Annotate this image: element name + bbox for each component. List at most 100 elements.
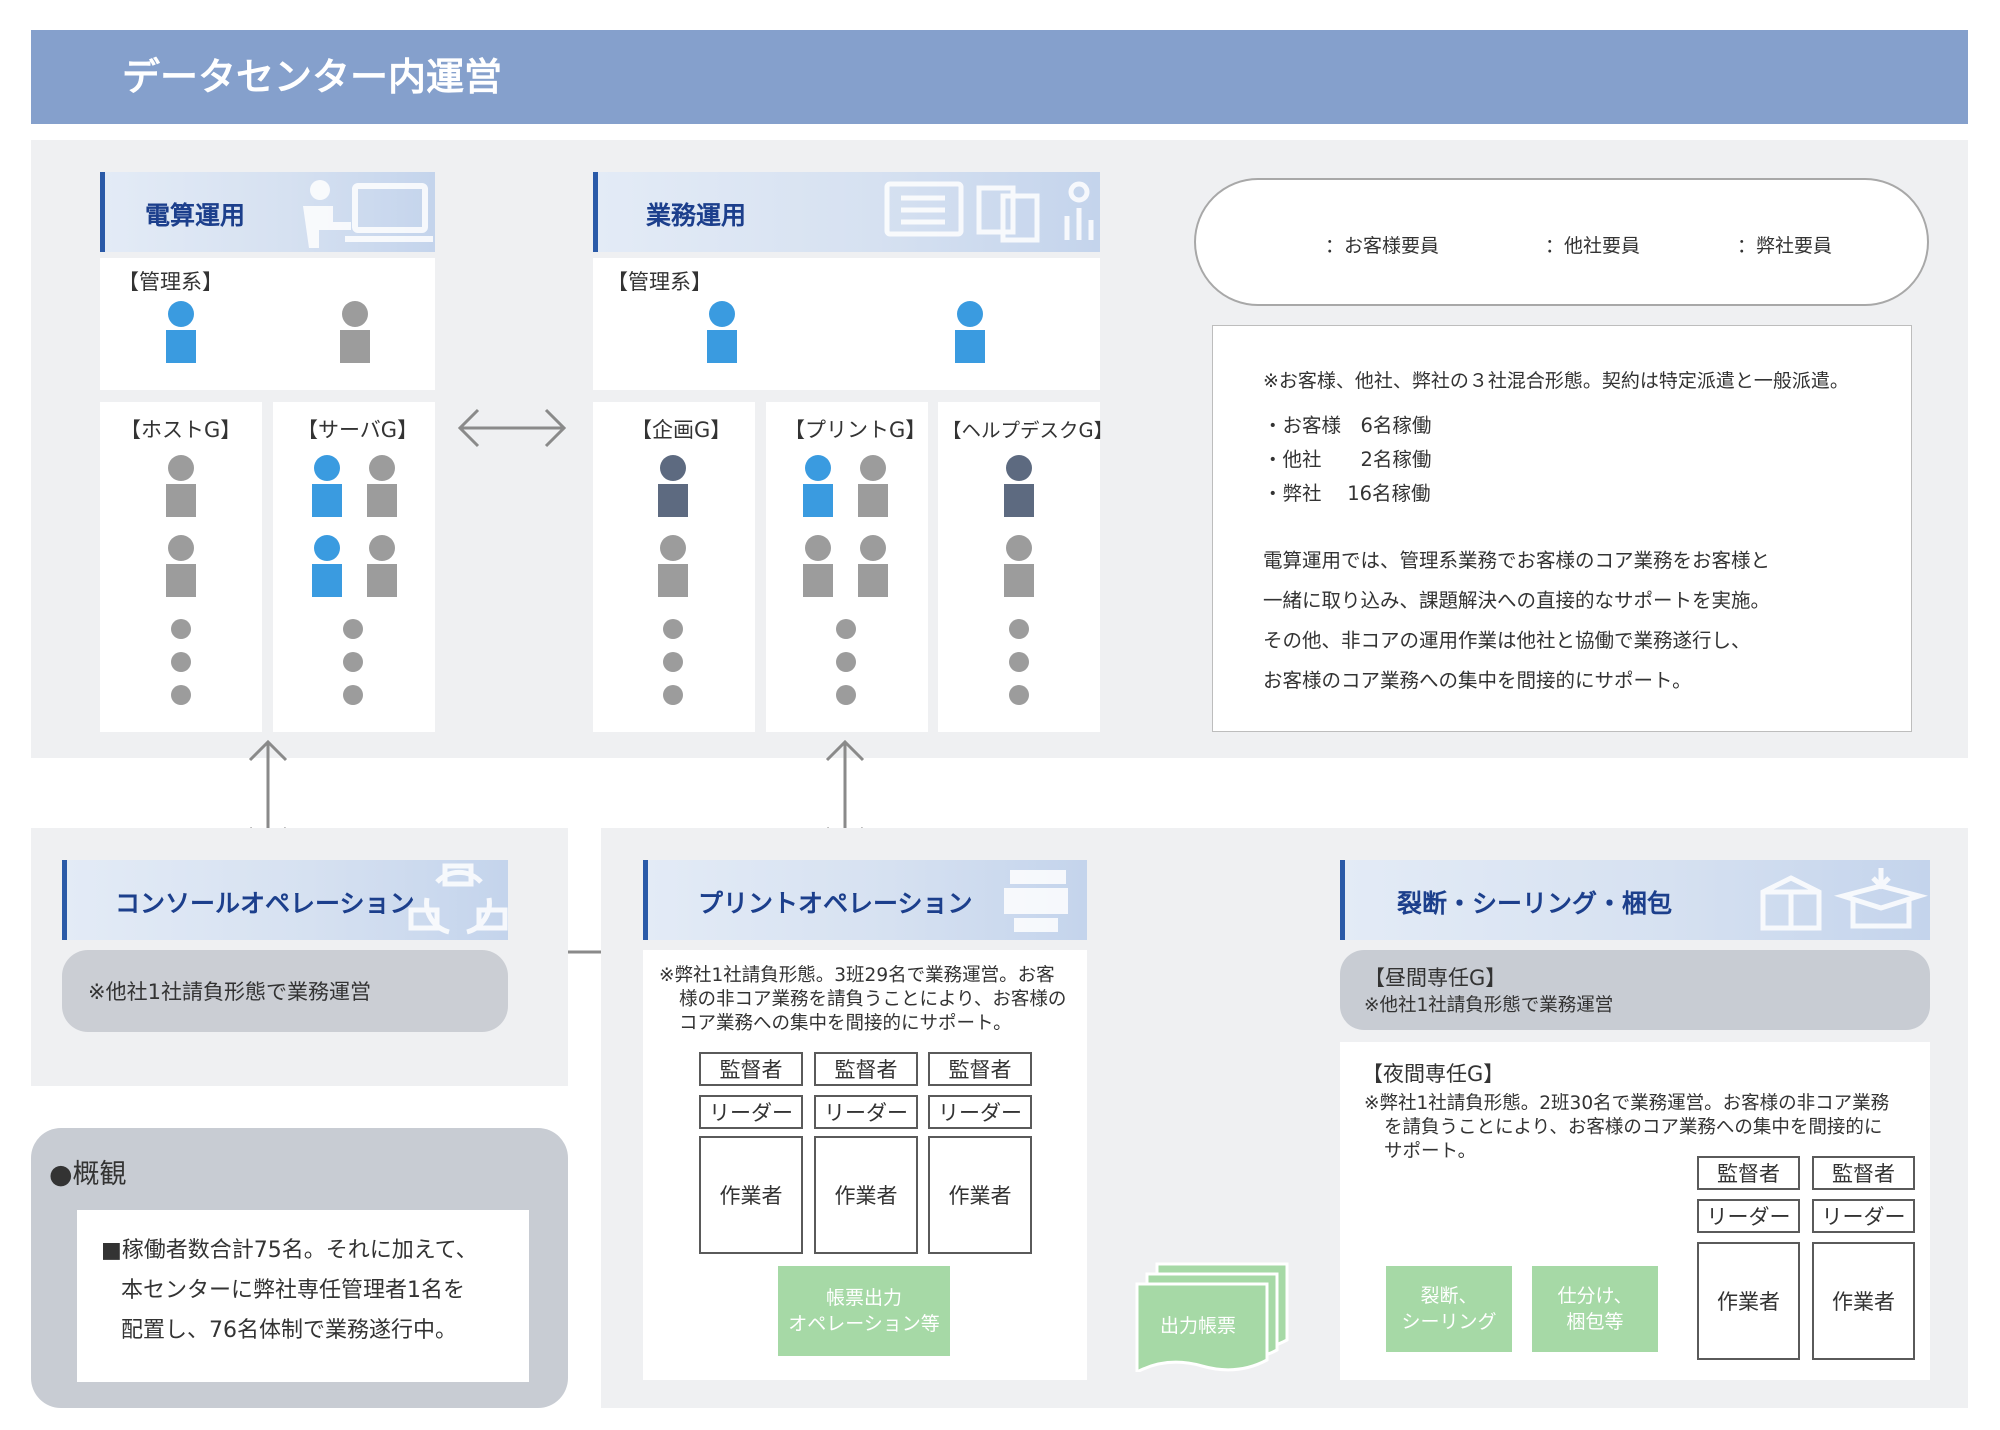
info-item-other: ・他社 2名稼働: [1263, 448, 1432, 471]
legend-customer-label: ：お客様要員: [1325, 235, 1440, 257]
title-banner: [31, 30, 1968, 124]
print-own-icon-2: [803, 535, 833, 597]
overview-panel: ●概観 ■稼働者数合計75名。それに加えて、 本センターに弊社専任管理者1名を …: [31, 1128, 568, 1408]
print-own-icon-1: [858, 455, 888, 517]
print-group-label: 【プリントG】: [784, 418, 927, 442]
worker-box: 作業者: [928, 1136, 1032, 1254]
densan-kanri-card: 【管理系】: [100, 258, 435, 390]
printop-header: プリントオペレーション: [643, 860, 1087, 940]
densan-gyomu-arrow: [457, 408, 567, 448]
sort-packing-line-1: 仕分け、: [1557, 1285, 1633, 1307]
night-group-card: 【夜間専任G】 ※弊社1社請負形態。2班30名で業務運営。お客様の非コア業務 を…: [1340, 1042, 1930, 1380]
cut-sealing-line-2: シーリング: [1401, 1311, 1497, 1333]
sort-packing-box: 仕分け、 梱包等: [1532, 1266, 1658, 1352]
leader-box: リーダー: [1812, 1199, 1915, 1233]
server-group-card: 【サーバG】: [273, 402, 435, 732]
leader-box: リーダー: [928, 1095, 1032, 1129]
host-person-icon-2: [166, 535, 196, 597]
helpdesk-other-icon: [1004, 455, 1034, 517]
day-group-note: ※他社1社請負形態で業務運営: [1364, 995, 1614, 1016]
info-item-own: ・弊社 16名稼働: [1263, 482, 1431, 505]
supervisor-box: 監督者: [928, 1052, 1032, 1086]
leader-box: リーダー: [699, 1095, 803, 1129]
cutting-title: 裂断・シーリング・梱包: [1397, 889, 1673, 918]
printop-note-line-2: 様の非コア業務を請負うことにより、お客様の: [679, 989, 1067, 1010]
page-title: データセンター内運営: [122, 55, 503, 99]
night-note-line-2: を請負うことにより、お客様のコア業務への集中を間接的に: [1384, 1117, 1883, 1138]
host-group-label: 【ホストG】: [120, 418, 242, 442]
console-title: コンソールオペレーション: [115, 889, 415, 918]
gyomu-header: 業務運用: [593, 172, 1100, 252]
worker-box: 作業者: [1812, 1242, 1915, 1360]
densan-header: 電算運用: [100, 172, 435, 252]
console-header: コンソールオペレーション: [62, 860, 508, 940]
printop-title: プリントオペレーション: [698, 889, 973, 918]
server-own-icon-2: [367, 535, 397, 597]
print-own-icon-3: [858, 535, 888, 597]
densan-title: 電算運用: [145, 201, 246, 230]
gyomu-kanri-customer-icon-1: [707, 301, 737, 363]
output-operation-line-2: オペレーション等: [788, 1313, 940, 1335]
info-note: ※お客様、他社、弊社の３社混合形態。契約は特定派遣と一般派遣。: [1263, 370, 1849, 392]
supervisor-box: 監督者: [814, 1052, 918, 1086]
output-operation-line-1: 帳票出力: [825, 1287, 902, 1309]
worker-box: 作業者: [1697, 1242, 1800, 1360]
package-icon: [1760, 868, 1928, 931]
cut-sealing-box: 裂断、 シーリング: [1386, 1266, 1512, 1352]
printop-note-line-1: ※弊社1社請負形態。3班29名で業務運営。お客: [659, 965, 1055, 986]
legend-other-label: ：他社要員: [1545, 235, 1641, 257]
info-item-customer: ・お客様 6名稼働: [1263, 414, 1432, 437]
night-group-label: 【夜間専任G】: [1362, 1062, 1505, 1086]
server-customer-icon-2: [312, 535, 342, 597]
sort-packing-line-2: 梱包等: [1566, 1311, 1624, 1333]
printer-icon: [1004, 870, 1068, 932]
output-forms-icon: [1135, 1262, 1289, 1372]
gyomu-kanri-card: 【管理系】: [593, 258, 1100, 390]
leader-box: リーダー: [1697, 1199, 1800, 1233]
legend-own-label: ：弊社要員: [1737, 235, 1833, 257]
worker-box: 作業者: [814, 1136, 918, 1254]
computer-operator-icon: [303, 180, 433, 248]
densan-kanri-own-icon: [340, 301, 370, 363]
worker-box: 作業者: [699, 1136, 803, 1254]
densan-kanri-label: 【管理系】: [118, 270, 223, 294]
overview-title: ●概観: [49, 1159, 127, 1190]
info-desc-line-2: 一緒に取り込み、課題解決への直接的なサポートを実施。: [1263, 589, 1771, 612]
printop-card: ※弊社1社請負形態。3班29名で業務運営。お客 様の非コア業務を請負うことにより…: [643, 950, 1087, 1380]
host-person-icon-1: [166, 455, 196, 517]
server-group-label: 【サーバG】: [297, 418, 419, 442]
documents-icon: [884, 181, 1094, 243]
ellipsis-dots: [171, 619, 1029, 705]
output-forms-label: 出力帳票: [1160, 1315, 1237, 1337]
supervisor-box: 監督者: [1697, 1156, 1800, 1190]
info-desc-line-1: 電算運用では、管理系業務でお客様のコア業務をお客様と: [1263, 549, 1771, 572]
info-desc-line-4: お客様のコア業務への集中を間接的にサポート。: [1263, 669, 1692, 692]
kikaku-other-icon: [658, 455, 688, 517]
info-box: ※お客様、他社、弊社の３社混合形態。契約は特定派遣と一般派遣。 ・お客様 6名稼…: [1212, 325, 1912, 732]
overview-text-box: ■稼働者数合計75名。それに加えて、 本センターに弊社専任管理者1名を 配置し、…: [77, 1210, 529, 1382]
server-own-icon-1: [367, 455, 397, 517]
overview-line-3: 配置し、76名体制で業務遂行中。: [121, 1318, 457, 1343]
legend-box: [1194, 178, 1929, 306]
info-desc-line-3: その他、非コアの運用作業は他社と協働で業務遂行し、: [1263, 629, 1751, 652]
console-note-box: ※他社1社請負形態で業務運営: [62, 950, 508, 1032]
leader-box: リーダー: [814, 1095, 918, 1129]
night-note-line-3: サポート。: [1384, 1141, 1477, 1162]
server-customer-icon-1: [312, 455, 342, 517]
print-group-card: 【プリントG】: [766, 402, 928, 732]
gyomu-kanri-label: 【管理系】: [607, 270, 712, 294]
output-operation-box: 帳票出力 オペレーション等: [778, 1266, 950, 1356]
overview-line-2: 本センターに弊社専任管理者1名を: [121, 1278, 465, 1303]
print-customer-icon: [803, 455, 833, 517]
recycle-icon: [408, 863, 508, 935]
kikaku-group-label: 【企画G】: [631, 418, 732, 442]
helpdesk-group-label: 【ヘルプデスクG】: [942, 419, 1114, 442]
overview-line-1: ■稼働者数合計75名。それに加えて、: [101, 1238, 478, 1263]
gyomu-title: 業務運用: [646, 201, 747, 230]
gyomu-kanri-customer-icon-2: [955, 301, 985, 363]
printop-note-line-3: コア業務への集中を間接的にサポート。: [679, 1013, 1012, 1034]
cutting-header: 裂断・シーリング・梱包: [1340, 860, 1930, 940]
supervisor-box: 監督者: [1812, 1156, 1915, 1190]
kikaku-own-icon: [658, 535, 688, 597]
helpdesk-own-icon: [1004, 535, 1034, 597]
